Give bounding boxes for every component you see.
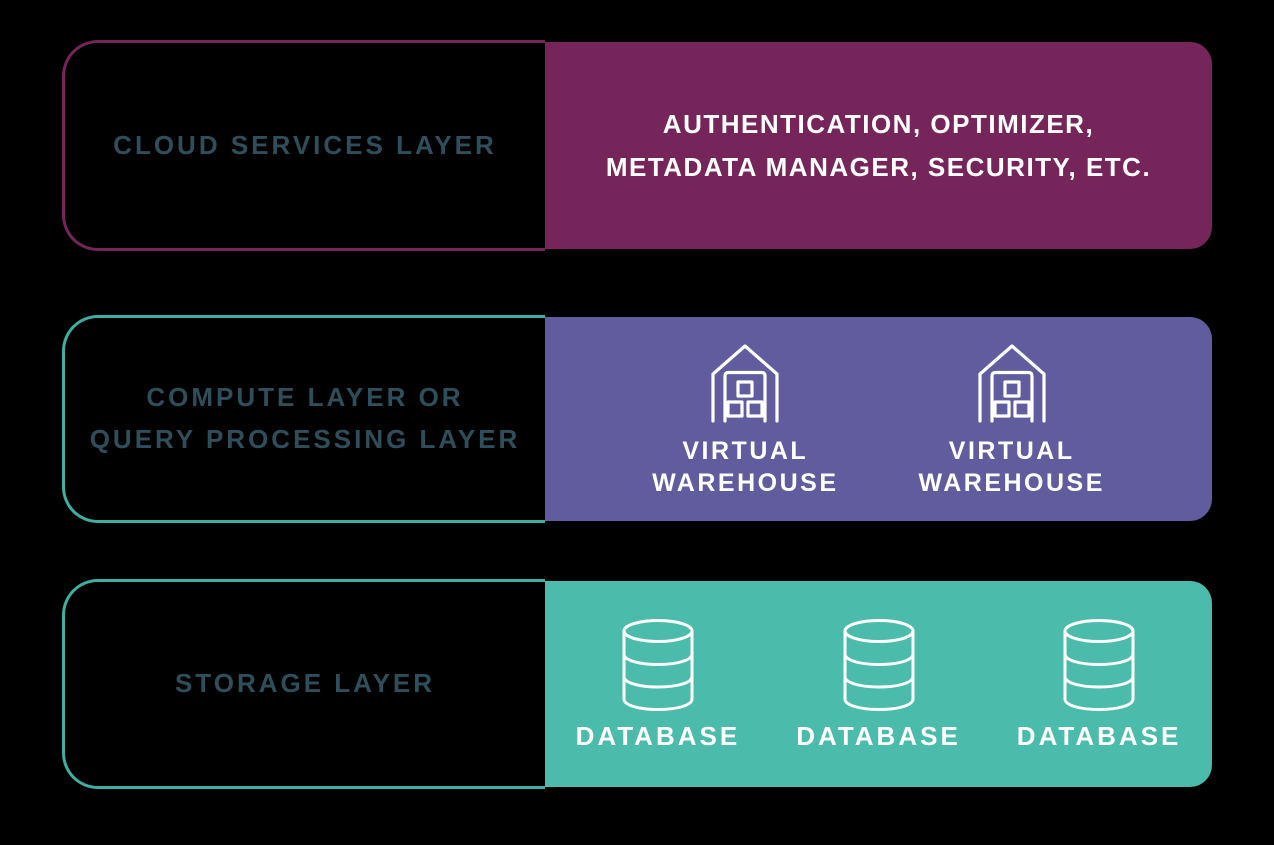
compute-layer-label-line-2: QUERY PROCESSING LAYER [89,424,521,454]
virtual-warehouse-label-line-1: VIRTUAL [948,436,1075,465]
virtual-warehouse-item: VIRTUAL WAREHOUSE [652,339,838,500]
compute-layer-content: VIRTUAL WAREHOUSE VIRTUAL WAREHO [545,317,1212,521]
database-icon [620,618,696,712]
virtual-warehouse-label: VIRTUAL WAREHOUSE [652,435,838,500]
virtual-warehouse-label: VIRTUAL WAREHOUSE [919,435,1105,500]
cloud-services-layer-label: CLOUD SERVICES LAYER [113,129,497,160]
warehouse-icon [970,339,1054,423]
virtual-warehouse-label-line-1: VIRTUAL [682,436,809,465]
database-icon [841,618,917,712]
cloud-services-list: AUTHENTICATION, OPTIMIZER, METADATA MANA… [606,103,1151,187]
cloud-services-layer-labelbox: CLOUD SERVICES LAYER [62,40,545,251]
cloud-services-layer-row: CLOUD SERVICES LAYER AUTHENTICATION, OPT… [62,40,1212,251]
cloud-services-layer-content: AUTHENTICATION, OPTIMIZER, METADATA MANA… [545,42,1212,249]
virtual-warehouse-item: VIRTUAL WAREHOUSE [919,339,1105,500]
compute-layer-row: COMPUTE LAYER OR QUERY PROCESSING LAYER … [62,315,1212,523]
compute-layer-label: COMPUTE LAYER OR QUERY PROCESSING LAYER [90,377,521,460]
database-item: DATABASE [1017,618,1182,751]
database-item: DATABASE [576,618,741,751]
storage-layer-labelbox: STORAGE LAYER [62,579,545,789]
database-icon [1061,618,1137,712]
virtual-warehouse-label-line-2: WAREHOUSE [918,469,1105,497]
database-item: DATABASE [796,618,961,751]
cloud-services-list-line-1: AUTHENTICATION, OPTIMIZER, [662,109,1095,140]
warehouse-icon [703,339,787,423]
database-label: DATABASE [1016,720,1182,751]
compute-layer-label-line-1: COMPUTE LAYER OR [146,382,464,413]
database-label: DATABASE [796,720,961,751]
compute-layer-labelbox: COMPUTE LAYER OR QUERY PROCESSING LAYER [62,315,545,523]
storage-layer-row: STORAGE LAYER DATABASE [62,579,1212,789]
storage-layer-label: STORAGE LAYER [174,668,436,699]
virtual-warehouse-label-line-2: WAREHOUSE [652,469,839,497]
cloud-services-list-line-2: METADATA MANAGER, SECURITY, ETC. [605,151,1152,182]
storage-layer-content: DATABASE DATABASE [545,581,1212,787]
database-label: DATABASE [575,720,741,751]
